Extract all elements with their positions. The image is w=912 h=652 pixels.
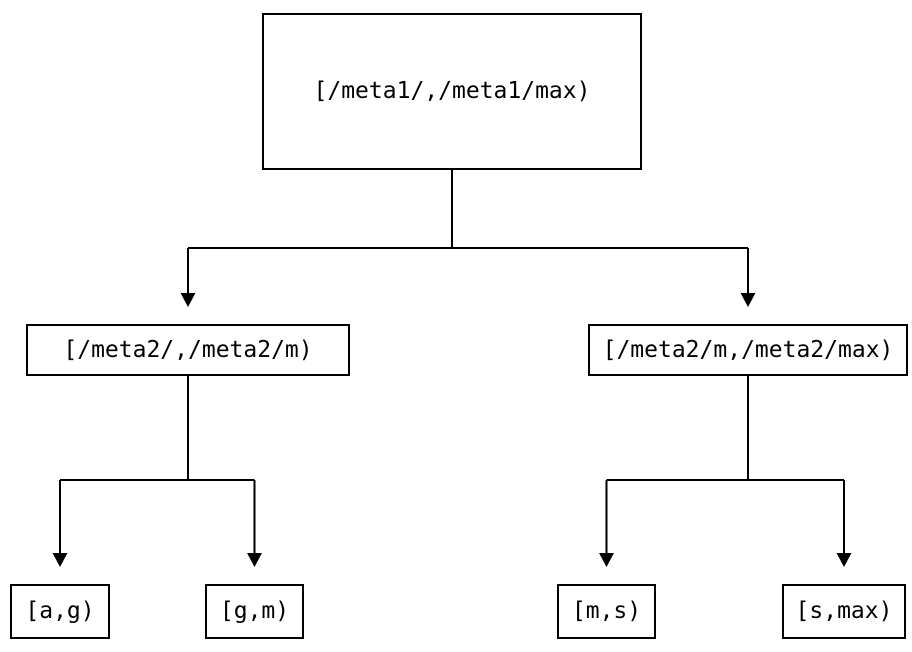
node-root-label: [/meta1/,/meta1/max) [313, 78, 591, 104]
node-leaf-smax-label: [s,max) [795, 598, 893, 624]
arrowhead-midleft-icon [180, 293, 196, 307]
node-leaf-gm-label: [g,m) [219, 598, 290, 624]
node-leaf-ag: [a,g) [10, 584, 110, 639]
node-mid-right: [/meta2/m,/meta2/max) [588, 324, 908, 376]
arrowhead-leaf-gm-icon [247, 553, 262, 567]
node-leaf-ms: [m,s) [557, 584, 656, 639]
arrowhead-midright-icon [740, 293, 756, 307]
node-mid-left-label: [/meta2/,/meta2/m) [63, 336, 313, 363]
node-leaf-ms-label: [m,s) [571, 598, 642, 624]
arrowhead-leaf-ms-icon [599, 553, 614, 567]
node-leaf-smax: [s,max) [782, 584, 906, 639]
node-mid-left: [/meta2/,/meta2/m) [26, 324, 350, 376]
node-mid-right-label: [/meta2/m,/meta2/max) [602, 336, 894, 363]
arrowhead-leaf-ag-icon [52, 553, 68, 567]
arrowhead-leaf-smax-icon [836, 553, 852, 567]
node-root: [/meta1/,/meta1/max) [262, 13, 642, 170]
node-leaf-gm: [g,m) [205, 584, 304, 639]
node-leaf-ag-label: [a,g) [25, 598, 95, 624]
